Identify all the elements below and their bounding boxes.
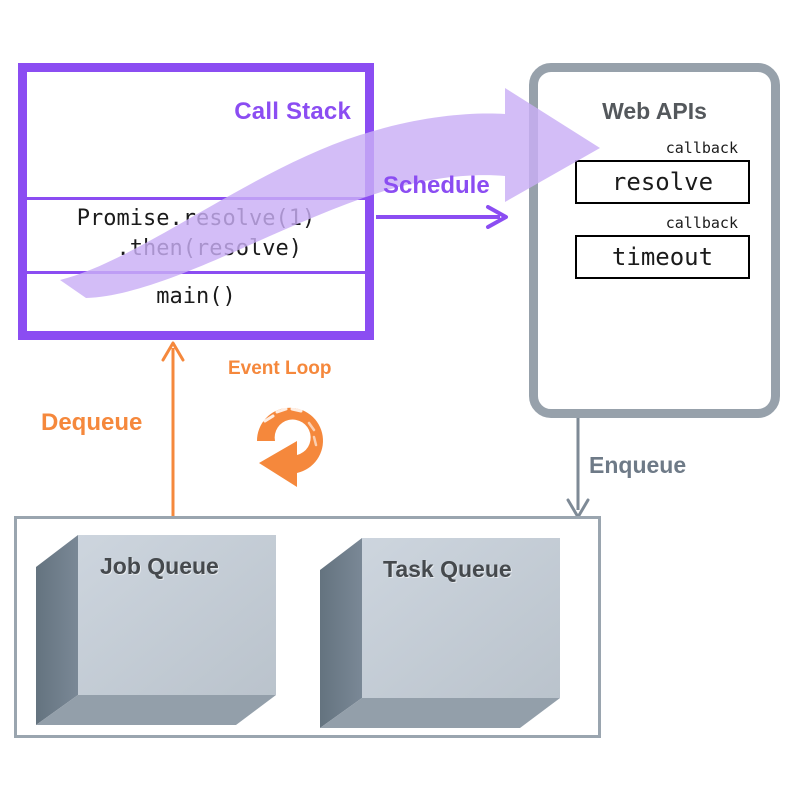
schedule-label: Schedule <box>383 172 490 199</box>
stack-frame-main: main() <box>156 284 236 309</box>
callback-label-resolve: callback <box>665 139 738 157</box>
enqueue-label: Enqueue <box>589 452 687 478</box>
circular-arrow-icon <box>256 407 323 487</box>
stack-divider-bottom <box>27 271 365 274</box>
arrow-down-icon <box>566 418 590 519</box>
dequeue-label: Dequeue <box>41 409 143 436</box>
curved-arrow-icon <box>60 88 600 298</box>
task-queue-cube <box>320 538 560 728</box>
web-apis-panel: Web APIs callback resolve callback timeo… <box>529 63 780 418</box>
task-queue-label: Task Queue <box>383 556 512 582</box>
arrow-right-icon <box>376 205 508 229</box>
call-stack-title: Call Stack <box>234 98 351 125</box>
event-loop-label: Event Loop <box>228 358 332 379</box>
stack-divider-top <box>27 197 365 200</box>
job-queue-label: Job Queue <box>100 553 219 579</box>
job-queue-cube <box>36 535 276 725</box>
web-apis-title: Web APIs <box>602 98 707 124</box>
callback-box-timeout: timeout <box>575 235 750 279</box>
callback-box-resolve: resolve <box>575 160 750 204</box>
arrow-up-icon <box>161 341 185 520</box>
callback-label-timeout: callback <box>665 214 738 232</box>
